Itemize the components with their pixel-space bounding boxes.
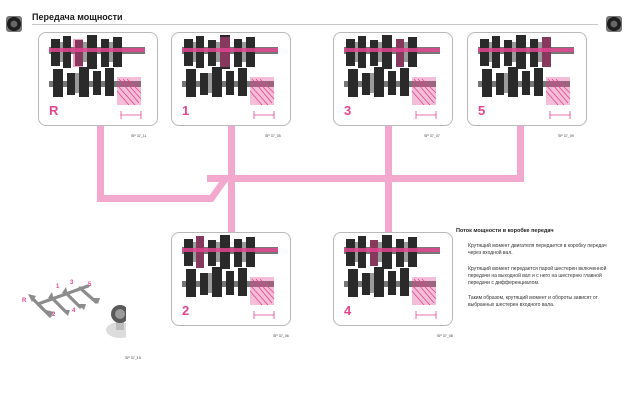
figure-ref: SP 37_05 (265, 134, 281, 138)
gearbox-icon (344, 235, 440, 319)
page-title: Передача мощности (32, 12, 123, 22)
shift-position-label: 2 (52, 312, 56, 318)
gearbox-icon (344, 35, 440, 119)
gear-panel-1: 1 (171, 32, 291, 126)
figure-ref: SP 37_06 (273, 334, 289, 338)
shift-position-label: R (22, 298, 27, 304)
gear-label: 1 (182, 103, 190, 118)
figure-ref: SP 37_11 (131, 134, 147, 138)
title-divider (32, 24, 598, 25)
gearbox-icon (182, 35, 278, 119)
shift-position-label: 3 (70, 280, 74, 286)
gear-panel-2: 2 (171, 232, 291, 326)
info-paragraph: Таким образом, крутящий момент и обороты… (468, 295, 598, 308)
gear-label: 3 (344, 103, 352, 118)
gear-panel-4: 4 (333, 232, 453, 326)
shift-position-label: 5 (88, 282, 92, 288)
shift-pattern-diagram: R 1 2 3 4 5 (16, 280, 134, 360)
gear-panel-3: 3 (333, 32, 453, 126)
info-title: Поток мощности в коробке передач (456, 228, 554, 234)
gear-label: 2 (182, 303, 190, 318)
figure-ref: SP 37_09 (558, 134, 574, 138)
figure-ref: SP 37_15 (125, 356, 141, 360)
info-paragraph: Крутящий момент передается парой шестере… (468, 266, 607, 286)
gearbox-icon (182, 235, 278, 319)
gear-panel-5: 5 (467, 32, 587, 126)
gearbox-icon (478, 35, 574, 119)
gear-label: 5 (478, 103, 486, 118)
logo-icon-left (6, 16, 22, 32)
gear-label: 4 (344, 303, 352, 318)
shift-position-label: 1 (56, 284, 60, 290)
info-paragraph: Крутящий момент двигателя передается в к… (468, 243, 607, 256)
gearbox-icon (49, 35, 145, 119)
gear-panel-r: R (38, 32, 158, 126)
gear-label: R (49, 103, 59, 118)
gear-shifter-icon (28, 284, 134, 338)
logo-icon-right (606, 16, 622, 32)
figure-ref: SP 37_08 (437, 334, 453, 338)
figure-ref: SP 37_07 (424, 134, 440, 138)
shift-position-label: 4 (72, 308, 76, 314)
